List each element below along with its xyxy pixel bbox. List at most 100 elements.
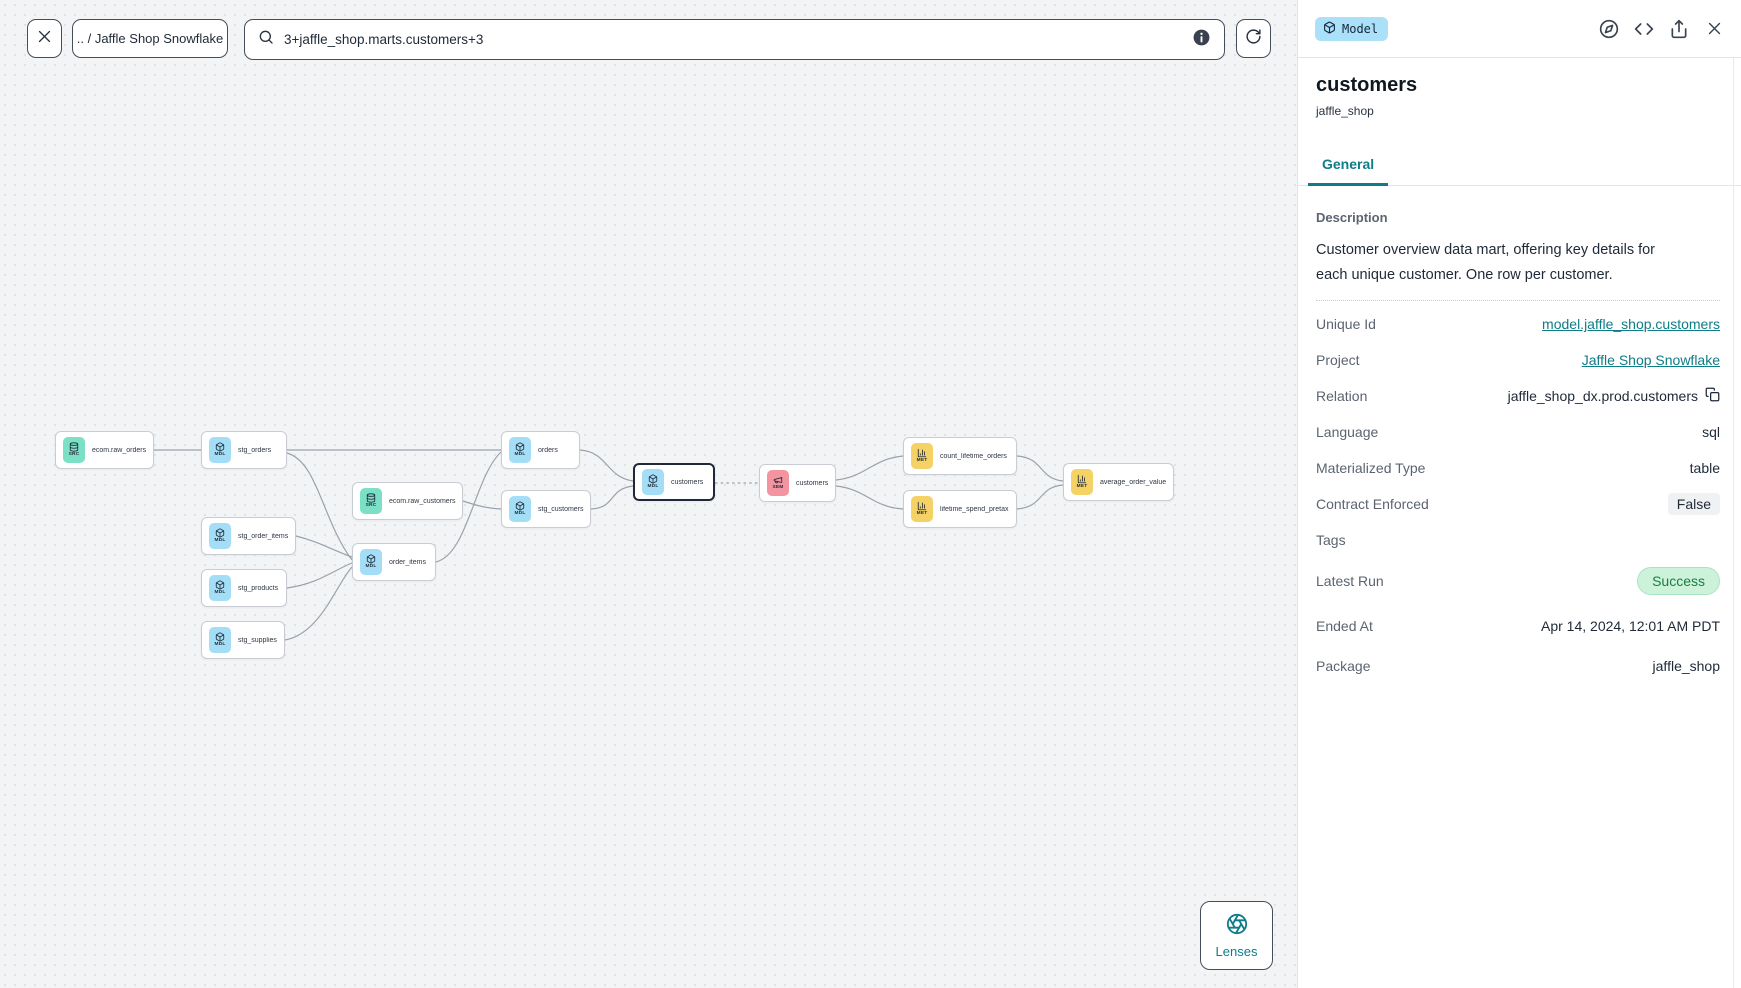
met-type-icon: MET: [911, 496, 933, 522]
detail-row-package: Package jaffle_shop: [1316, 648, 1720, 684]
close-panel-icon[interactable]: [1704, 19, 1724, 39]
detail-row-latest-run: Latest Run Success: [1316, 558, 1720, 603]
search-input[interactable]: [284, 32, 1182, 47]
mdl-type-icon: MDL: [209, 627, 231, 653]
node-label: orders: [538, 446, 558, 454]
panel-tabs: General: [1298, 150, 1741, 186]
detail-row-unique-id: Unique Id model.jaffle_shop.customers: [1316, 306, 1720, 342]
details-panel: Model cus: [1297, 0, 1741, 988]
src-type-icon: SRC: [360, 488, 382, 514]
panel-header: Model: [1298, 0, 1741, 58]
node-label: ecom.raw_customers: [389, 497, 456, 505]
node-label: count_lifetime_orders: [940, 452, 1007, 460]
lineage-node-stg-orders[interactable]: MDL stg_orders: [201, 431, 287, 469]
mdl-type-icon: MDL: [209, 575, 231, 601]
compass-icon[interactable]: [1599, 19, 1619, 39]
detail-label: Package: [1316, 658, 1371, 675]
panel-scrollbar[interactable]: [1733, 58, 1734, 988]
detail-label: Latest Run: [1316, 572, 1384, 589]
mdl-type-icon: MDL: [642, 469, 664, 495]
detail-value: Apr 14, 2024, 12:01 AM PDT: [1541, 617, 1720, 634]
copy-icon[interactable]: [1705, 387, 1720, 405]
detail-value: sql: [1702, 424, 1720, 441]
lineage-node-ecom-raw-customers[interactable]: SRC ecom.raw_customers: [352, 482, 463, 520]
met-type-icon: MET: [1071, 469, 1093, 495]
detail-value-link[interactable]: Jaffle Shop Snowflake: [1581, 352, 1720, 369]
model-type-badge: Model: [1315, 16, 1389, 41]
detail-label: Tags: [1316, 532, 1346, 549]
detail-value: table: [1689, 460, 1720, 477]
lineage-node-lifetime-spend-pretax[interactable]: MET lifetime_spend_pretax: [903, 490, 1017, 528]
refresh-icon: [1245, 28, 1262, 50]
lineage-edge: [835, 455, 904, 481]
refresh-button[interactable]: [1236, 19, 1271, 58]
detail-row-project: Project Jaffle Shop Snowflake: [1316, 342, 1720, 378]
panel-body: customers jaffle_shop General Descriptio…: [1298, 58, 1741, 684]
lineage-node-customers[interactable]: SEM customers: [759, 464, 836, 502]
met-type-icon: MET: [911, 443, 933, 469]
share-icon[interactable]: [1669, 19, 1689, 39]
lineage-edge: [286, 452, 353, 561]
lineage-node-count-lifetime-orders[interactable]: MET count_lifetime_orders: [903, 437, 1017, 475]
close-graph-button[interactable]: [27, 19, 62, 58]
mdl-type-icon: MDL: [360, 549, 382, 575]
mdl-type-icon: MDL: [209, 523, 231, 549]
lineage-edges: [154, 449, 1064, 641]
info-icon[interactable]: [1192, 28, 1211, 52]
lineage-edge: [835, 485, 904, 510]
detail-value-link[interactable]: model.jaffle_shop.customers: [1542, 316, 1720, 333]
detail-value: jaffle_shop: [1652, 658, 1720, 675]
detail-value: jaffle_shop_dx.prod.customers: [1507, 388, 1698, 405]
lineage-edge: [435, 451, 502, 563]
lineage-node-stg-order-items[interactable]: MDL stg_order_items: [201, 517, 296, 555]
contract-enforced-badge: False: [1667, 493, 1720, 516]
close-icon: [37, 29, 52, 49]
detail-label: Project: [1316, 352, 1360, 369]
breadcrumb[interactable]: .. / Jaffle Shop Snowflake: [72, 19, 228, 58]
lineage-edge: [286, 562, 353, 589]
node-label: customers: [796, 479, 829, 487]
code-icon[interactable]: [1634, 19, 1654, 39]
description-text: Customer overview data mart, offering ke…: [1316, 242, 1656, 283]
aperture-icon: [1226, 913, 1248, 938]
lineage-node-order-items[interactable]: MDL order_items: [352, 543, 436, 581]
tab-general[interactable]: General: [1308, 150, 1389, 186]
lineage-edge: [1016, 455, 1064, 482]
detail-label: Unique Id: [1316, 316, 1376, 333]
status-badge-success: Success: [1637, 566, 1720, 595]
node-label: stg_order_items: [238, 532, 289, 540]
node-label: stg_orders: [238, 446, 272, 454]
mdl-type-icon: MDL: [209, 437, 231, 463]
lineage-search-bar[interactable]: [244, 19, 1225, 60]
lineage-edge: [462, 500, 502, 510]
node-label: lifetime_spend_pretax: [940, 505, 1009, 513]
sem-type-icon: SEM: [767, 470, 789, 496]
cube-icon: [1323, 21, 1336, 37]
node-label: order_items: [389, 558, 426, 566]
lenses-label: Lenses: [1215, 943, 1258, 959]
panel-header-actions: [1599, 19, 1724, 39]
description-label: Description: [1316, 210, 1388, 225]
src-type-icon: SRC: [63, 437, 85, 463]
node-label: stg_products: [238, 584, 279, 592]
panel-title: customers: [1316, 74, 1418, 96]
lenses-button[interactable]: Lenses: [1200, 901, 1273, 970]
lineage-node-stg-products[interactable]: MDL stg_products: [201, 569, 287, 607]
breadcrumb-label: .. / Jaffle Shop Snowflake: [76, 31, 224, 46]
lineage-edge: [295, 535, 353, 558]
lineage-edge: [1016, 484, 1064, 510]
panel-subtitle: jaffle_shop: [1316, 104, 1374, 118]
